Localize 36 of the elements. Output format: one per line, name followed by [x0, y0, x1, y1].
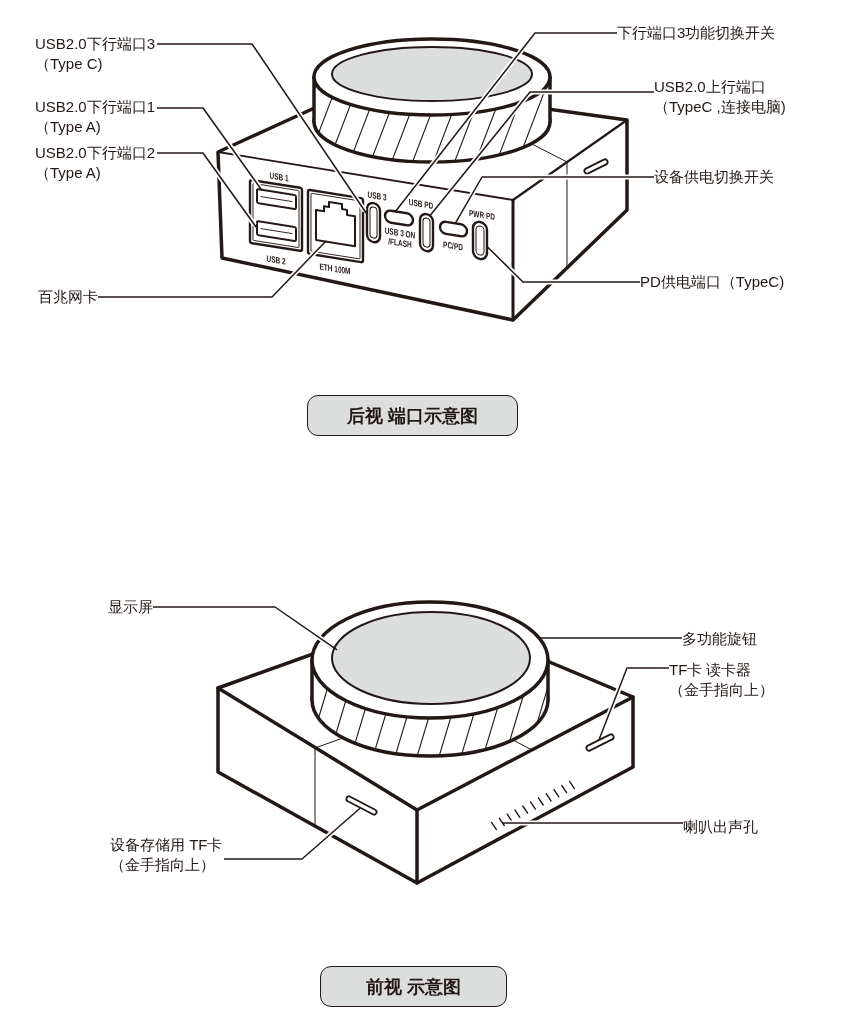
- callout-label: USB2.0下行端口1（Type A): [35, 97, 157, 137]
- usb-c-port: [471, 219, 489, 262]
- leader-line: [156, 152, 259, 230]
- callout-label: USB2.0下行端口2（Type A): [35, 143, 157, 183]
- callout-label: 下行端口3功能切换开关: [617, 23, 776, 43]
- callout-label: USB2.0下行端口3（Type C): [35, 34, 157, 74]
- callout-label: 喇叭出声孔: [683, 817, 758, 837]
- port-label: USB 3: [367, 189, 387, 203]
- port-label: USB 1: [269, 170, 289, 184]
- callout-label: PD供电端口（TypeC): [640, 272, 785, 292]
- callout-label: 设备存储用 TF卡（金手指向上）: [110, 835, 224, 875]
- slide-switch: [438, 219, 469, 239]
- callout-label: 多功能旋钮: [682, 629, 757, 649]
- view-caption-tab: 后视 端口示意图: [307, 395, 518, 436]
- leader-line: [485, 245, 641, 283]
- ethernet-port: [315, 201, 356, 248]
- usb-a-port: [256, 220, 297, 243]
- callout-label: 百兆网卡: [38, 287, 98, 307]
- port-label: USB 2: [266, 253, 286, 267]
- leader-line: [454, 176, 655, 225]
- leader-line: [428, 91, 655, 217]
- port-label: PWR PD: [469, 207, 495, 223]
- usb-c-port: [365, 200, 382, 245]
- callout-label: 显示屏: [108, 597, 153, 617]
- port-label: PC/PD: [443, 239, 463, 253]
- callout-label: USB2.0上行端口（TypeC ,连接电脑): [654, 77, 787, 117]
- callout-label: 设备供电切换开关: [654, 167, 774, 187]
- port-label: USB 3 ON /FLASH: [383, 225, 417, 251]
- leader-line: [156, 107, 263, 192]
- callout-label: TF卡 读卡器（金手指向上）: [669, 660, 775, 700]
- usb-a-port: [256, 188, 297, 211]
- leader-line: [394, 32, 618, 213]
- usb-c-port: [418, 211, 435, 254]
- port-label: ETH 100M: [319, 261, 351, 277]
- port-label: USB PD: [408, 197, 434, 211]
- view-caption-tab: 前视 示意图: [320, 966, 507, 1007]
